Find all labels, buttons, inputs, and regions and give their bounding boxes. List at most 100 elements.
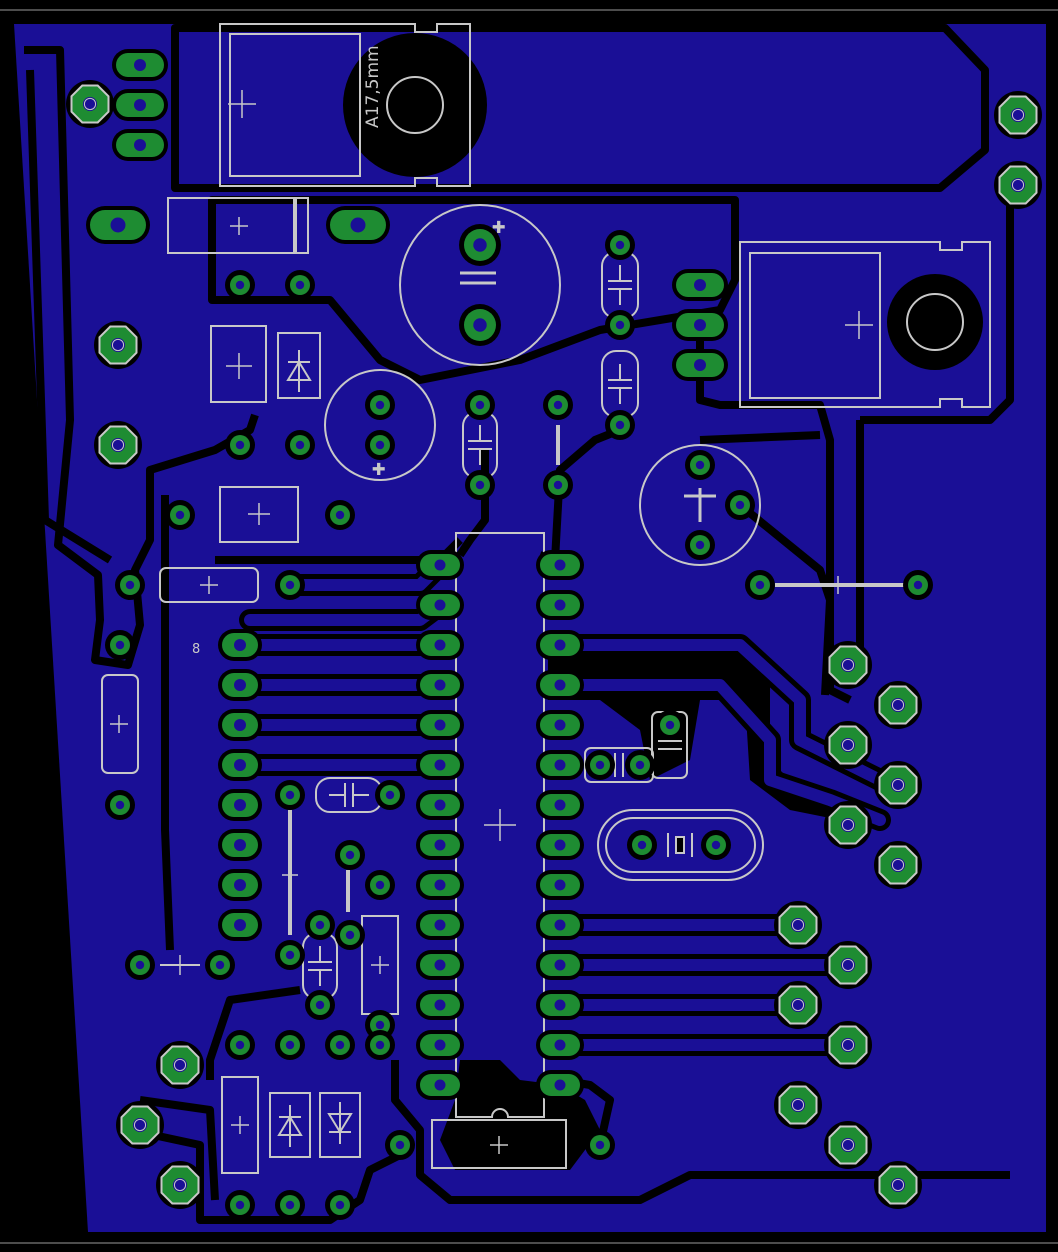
terminal-pad xyxy=(774,981,822,1029)
terminal-pad xyxy=(824,641,872,689)
terminal-pad xyxy=(994,91,1042,139)
ic-pad-right xyxy=(536,990,584,1020)
connector-pad xyxy=(218,829,262,861)
ic-pad-left xyxy=(416,870,464,900)
via-pad xyxy=(605,230,635,260)
terminal-pad xyxy=(824,1121,872,1169)
via-pad xyxy=(225,1030,255,1060)
via-pad xyxy=(585,1130,615,1160)
terminal-pad xyxy=(824,801,872,849)
isolation-regions xyxy=(24,24,1014,1224)
ic-pad-left xyxy=(416,1070,464,1100)
diode-pad xyxy=(86,206,150,244)
diode-pad xyxy=(326,206,390,244)
via-pad xyxy=(605,410,635,440)
via-pad xyxy=(605,310,635,340)
ic-pad-left xyxy=(416,790,464,820)
connector-pad xyxy=(218,869,262,901)
terminal-pad xyxy=(156,1161,204,1209)
ic-pad-right xyxy=(536,710,584,740)
via-pad xyxy=(655,710,685,740)
connector-pad xyxy=(218,629,262,661)
via-pad xyxy=(115,570,145,600)
ic-pad-left xyxy=(416,750,464,780)
via-pad xyxy=(105,630,135,660)
ic-pad-left xyxy=(416,590,464,620)
via-pad xyxy=(335,840,365,870)
ic-pad-left xyxy=(416,670,464,700)
ic-pad-right xyxy=(536,1030,584,1060)
regulator-pad xyxy=(112,89,168,121)
ic-pad-right xyxy=(536,830,584,860)
via-pad xyxy=(365,390,395,420)
ic-pad-right xyxy=(536,790,584,820)
terminal-pad xyxy=(156,1041,204,1089)
ic-pad-right xyxy=(536,950,584,980)
via-pad xyxy=(305,910,335,940)
via-pad xyxy=(701,830,731,860)
terminal-pad xyxy=(994,161,1042,209)
connector-pad xyxy=(218,709,262,741)
diode-symbols xyxy=(277,350,353,1147)
via-pad xyxy=(725,490,755,520)
via-pad xyxy=(685,530,715,560)
terminal-pad xyxy=(874,681,922,729)
via-pad xyxy=(275,940,305,970)
via-pad xyxy=(625,750,655,780)
via-pad xyxy=(465,470,495,500)
regulator-pad xyxy=(112,49,168,81)
via-pad xyxy=(365,870,395,900)
via-pad xyxy=(627,830,657,860)
via-pad xyxy=(745,570,775,600)
via-pad xyxy=(205,950,235,980)
connector-pad xyxy=(218,909,262,941)
terminal-pad xyxy=(824,1021,872,1069)
via-pad xyxy=(285,430,315,460)
via-pad xyxy=(375,780,405,810)
heatsink-label: A17,5mm xyxy=(363,45,383,128)
via-pad xyxy=(275,570,305,600)
via-pad xyxy=(465,390,495,420)
via-pad xyxy=(285,270,315,300)
ic-pad-right xyxy=(536,630,584,660)
terminal-pad xyxy=(874,761,922,809)
terminal-pad xyxy=(774,1081,822,1129)
ic-pad-right xyxy=(536,670,584,700)
via-pad xyxy=(225,1190,255,1220)
via-pad xyxy=(105,790,135,820)
ic-pad-left xyxy=(416,910,464,940)
regulator-pad xyxy=(672,309,728,341)
ic-pad-right xyxy=(536,870,584,900)
via-pad xyxy=(275,1030,305,1060)
terminal-pad xyxy=(824,941,872,989)
terminal-pad xyxy=(66,80,114,128)
ic-pad-left xyxy=(416,990,464,1020)
ic-pad-left xyxy=(416,630,464,660)
via-pad xyxy=(325,1030,355,1060)
terminal-pad xyxy=(874,1161,922,1209)
silkscreen-crosses xyxy=(110,90,873,1154)
ic-pad-right xyxy=(536,750,584,780)
heatsink-cutout-right xyxy=(887,274,983,370)
heatsink-cutout-top xyxy=(343,33,487,177)
terminal-pad xyxy=(774,901,822,949)
ic-pad-right xyxy=(536,590,584,620)
cap-plus-mark-2: + xyxy=(372,459,385,478)
terminal-pad xyxy=(116,1101,164,1149)
regulator-pad xyxy=(672,269,728,301)
ic-pad-left xyxy=(416,1030,464,1060)
via-pad xyxy=(325,500,355,530)
via-pad xyxy=(325,1190,355,1220)
ic-pad-left xyxy=(416,950,464,980)
terminal-pad xyxy=(824,721,872,769)
pads-layer xyxy=(66,49,1042,1220)
via-pad xyxy=(225,430,255,460)
via-pad xyxy=(385,1130,415,1160)
via-pad xyxy=(335,920,365,950)
via-pad xyxy=(543,390,573,420)
via-pad xyxy=(165,500,195,530)
via-pad xyxy=(125,950,155,980)
terminal-pad xyxy=(874,841,922,889)
via-pad xyxy=(225,270,255,300)
via-pad xyxy=(275,1190,305,1220)
